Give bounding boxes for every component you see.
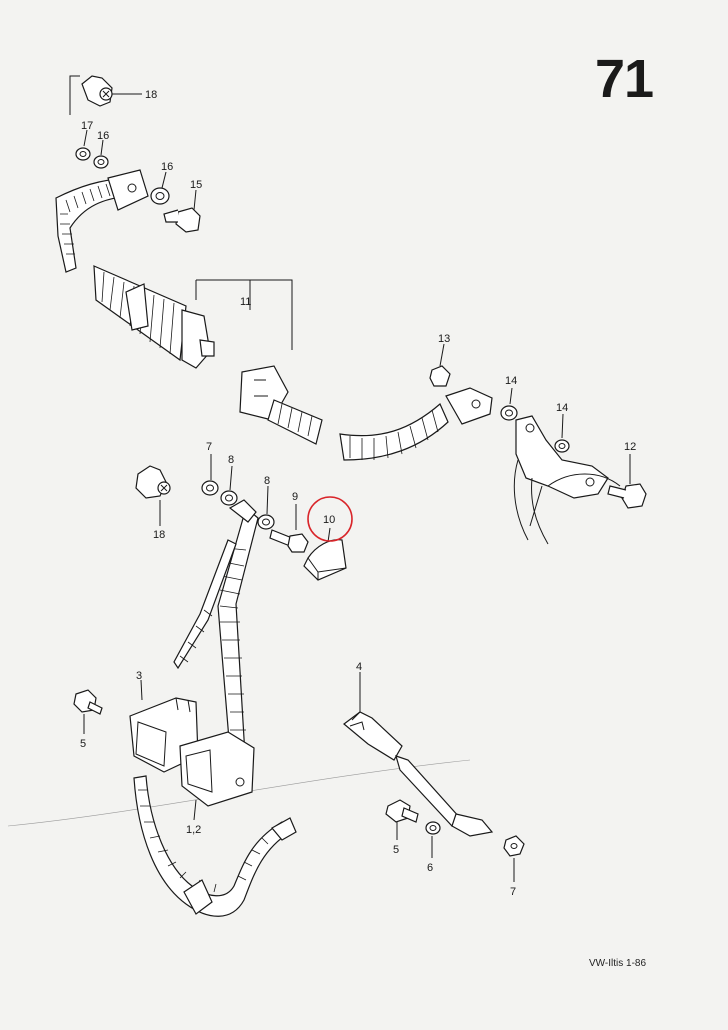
retractor-3: [129, 697, 255, 807]
page-number: 71: [595, 49, 654, 109]
leader-3: [140, 679, 143, 701]
webbing-strap-top-left: [55, 169, 149, 273]
leader-bracket-11: [195, 279, 293, 350]
leader-17: [83, 129, 88, 147]
bolt-5-right: [385, 799, 419, 823]
bolt-15: [163, 207, 201, 233]
webbing-strap-bottom: [133, 775, 297, 917]
callout-7-top: 7: [206, 441, 212, 453]
callout-3: 3: [136, 670, 142, 682]
document-code: VW-Iltis 1-86: [589, 958, 647, 969]
callout-12: 12: [624, 441, 636, 453]
callout-10: 10: [323, 514, 335, 526]
anchor-bracket-right: [513, 415, 621, 545]
leader-10: [327, 527, 331, 543]
cover-cap-10: [303, 539, 347, 581]
highlight-circle-10: [307, 496, 353, 542]
leader-1-2: [193, 799, 197, 821]
washer-14: [500, 405, 518, 421]
washer-8a: [220, 490, 238, 506]
leader-15: [193, 189, 197, 211]
callout-8b: 8: [264, 475, 270, 487]
spacer-7-top: [201, 480, 219, 496]
leader-16b: [161, 171, 167, 189]
leader-14b: [561, 413, 564, 439]
belt-assembly-11: [93, 265, 323, 445]
bolt-12: [607, 483, 647, 509]
leader-16a: [100, 139, 104, 156]
callout-14-b: 14: [556, 402, 568, 414]
leader-13: [439, 343, 445, 367]
callout-13: 13: [438, 333, 450, 345]
washer-17: [75, 147, 91, 161]
callout-4: 4: [356, 661, 362, 673]
leader-bracket-18: [69, 75, 80, 98]
leader-8b: [266, 485, 269, 515]
callout-14: 14: [505, 375, 517, 387]
washer-8b: [257, 514, 275, 530]
nut-13: [429, 365, 451, 387]
washer-16: [150, 187, 170, 205]
callout-15: 15: [190, 179, 202, 191]
callout-11: 11: [240, 296, 251, 308]
washer-16-top: [93, 155, 109, 169]
buckle-stalk-4: [343, 711, 494, 837]
spacer-7-bottom: [503, 835, 525, 857]
callout-7-bottom: 7: [510, 886, 516, 898]
clip-18-top: [81, 75, 113, 107]
callout-6: 6: [427, 862, 433, 874]
callout-16-top: 16: [97, 130, 109, 142]
callout-18-top: 18: [145, 89, 157, 101]
washer-6: [425, 821, 441, 835]
callout-8a: 8: [228, 454, 234, 466]
washer-14-b: [554, 439, 570, 453]
callout-18-mid: 18: [153, 529, 165, 541]
webbing-strap-right: [339, 387, 493, 461]
callout-16: 16: [161, 161, 173, 173]
bolt-5-left: [73, 689, 103, 715]
callout-9: 9: [292, 491, 298, 503]
leader-14a: [509, 387, 513, 405]
webbing-strap-lower: [173, 499, 259, 777]
clip-18-mid: [135, 465, 171, 499]
callout-5-right: 5: [393, 844, 399, 856]
leader-8a: [229, 465, 233, 491]
bolt-9: [269, 529, 309, 553]
callout-17: 17: [81, 120, 93, 132]
callout-5-left: 5: [80, 738, 86, 750]
callout-1-2: 1,2: [186, 824, 201, 836]
